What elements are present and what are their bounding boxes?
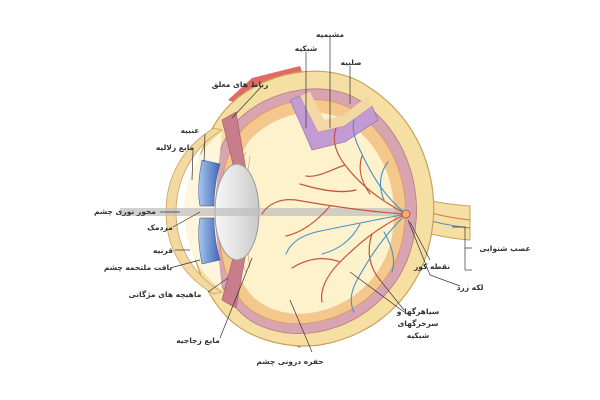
label-conjunctiva: بافت ملتحمه چشم [104,263,173,272]
label-suspensory-ligament: رباط های معلق [212,80,269,89]
label-vitreous-humor: مایع زجاجیه [176,336,220,345]
optical-axis-band [120,208,410,216]
label-macula: لکه زرد [457,283,484,292]
label-cornea: قرنیه [153,246,173,255]
retinal-arteries [261,127,407,303]
label-vessels-line2: سرخرگهای [397,319,438,328]
retinal-veins [285,119,407,313]
label-pupil: مردمک [147,223,173,232]
label-optical-axis: محور نوری چشم [94,207,156,216]
cornea [165,127,224,295]
label-ciliary-muscle: ماهیچه های مژگانی [129,290,202,299]
label-vessels-line3: شبکیه [407,331,429,340]
label-choroid: مشیمیه [316,30,344,39]
label-sclera: صلبیه [341,58,362,67]
label-aqueous-humor: مایع زلالیه [156,143,195,152]
iris [198,159,221,207]
suspensory-ligament-fibers [231,149,251,275]
leader-lines [160,38,472,353]
label-retina: شبکیه [295,44,317,53]
blind-spot [401,209,411,219]
label-iris: عنبیه [181,126,200,135]
label-optic-nerve: عصب شنوایی [479,244,530,253]
label-vessels-line1: سیاهرگها و [396,307,440,316]
label-blind-spot: نقطه کور [413,262,450,271]
label-inner-chamber: حفره درونی چشم [256,357,323,366]
